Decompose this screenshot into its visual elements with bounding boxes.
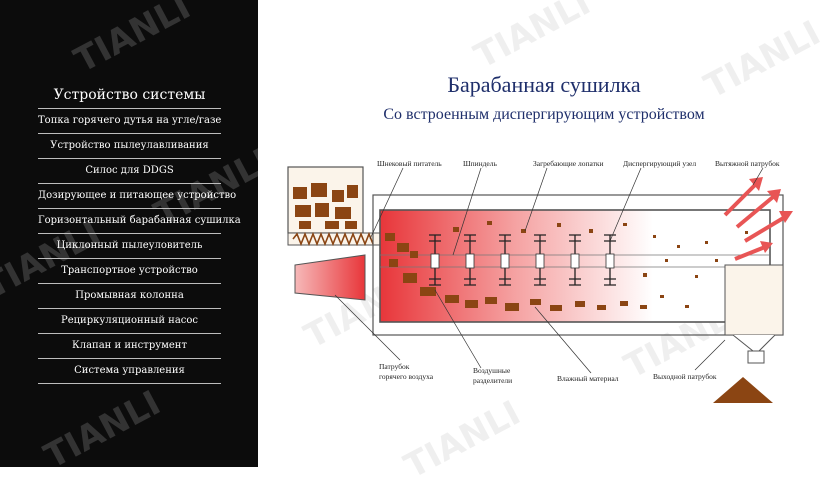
label-air-separators: Воздушные bbox=[473, 366, 511, 375]
label-spindle: Шпиндель bbox=[463, 159, 497, 168]
page-subtitle: Со встроенным диспергирующим устройством bbox=[383, 106, 705, 123]
sidebar-item-transport[interactable]: Транспортное устройство bbox=[38, 259, 221, 284]
outlet-hood bbox=[724, 264, 784, 364]
exhaust-arrows bbox=[723, 183, 787, 261]
label-scoop-blades: Загребающие лопатки bbox=[533, 159, 604, 168]
hot-air-inlet-cone bbox=[294, 254, 366, 301]
label-hot-air-inlet-2: горячего воздуха bbox=[379, 372, 434, 381]
label-air-separators-2: разделители bbox=[473, 376, 512, 385]
disperser-hubs bbox=[430, 253, 615, 269]
label-wet-material: Влажный материал bbox=[557, 374, 619, 383]
sidebar-item-wash-column[interactable]: Промывная колонна bbox=[38, 284, 221, 309]
watermark-logo: TIANLI bbox=[467, 0, 598, 77]
label-outlet: Выходной патрубок bbox=[653, 372, 717, 381]
label-exhaust: Вытяжной патрубок bbox=[715, 159, 780, 168]
sidebar-menu: Топка горячего дутья на угле/газе Устрой… bbox=[38, 108, 241, 384]
watermark-logo: TIANLI bbox=[67, 0, 198, 81]
sidebar-title: Устройство системы bbox=[53, 87, 206, 103]
sidebar-item-recirc-pump[interactable]: Рециркуляционный насос bbox=[38, 309, 221, 334]
screw-feeder bbox=[287, 231, 384, 247]
sidebar-item-control-system[interactable]: Система управления bbox=[38, 359, 221, 384]
wet-material-particles bbox=[385, 221, 758, 311]
sidebar: TIANLI TIANLI TIANLI TIANLI Устройство с… bbox=[0, 0, 258, 467]
watermark-logo: TIANLI bbox=[37, 383, 168, 467]
leader-lines bbox=[334, 167, 764, 374]
drum-dryer-diagram: Шнековый питатель Шпиндель Загребающие л… bbox=[287, 159, 793, 403]
label-disperser: Диспергирующий узел bbox=[623, 159, 696, 168]
feed-hopper bbox=[287, 166, 364, 234]
exhaust-arrow-heads bbox=[749, 177, 793, 253]
label-hot-air-inlet: Патрубок bbox=[379, 362, 410, 371]
sidebar-item-ddgs-silo[interactable]: Силос для DDGS bbox=[38, 159, 221, 184]
sidebar-item-dust-collection[interactable]: Устройство пылеулавливания bbox=[38, 134, 221, 159]
sidebar-item-feeder[interactable]: Дозирующее и питающее устройство bbox=[38, 184, 236, 209]
product-pile bbox=[713, 377, 773, 403]
page-title: Барабанная сушилка bbox=[447, 72, 641, 97]
sidebar-item-cyclone[interactable]: Циклонный пылеуловитель bbox=[38, 234, 221, 259]
label-screw-feeder: Шнековый питатель bbox=[377, 159, 442, 168]
sidebar-item-valves[interactable]: Клапан и инструмент bbox=[38, 334, 221, 359]
sidebar-item-drum-dryer[interactable]: Горизонтальный барабанная сушилка bbox=[38, 209, 241, 234]
sidebar-item-hot-air-furnace[interactable]: Топка горячего дутья на угле/газе bbox=[38, 109, 221, 134]
